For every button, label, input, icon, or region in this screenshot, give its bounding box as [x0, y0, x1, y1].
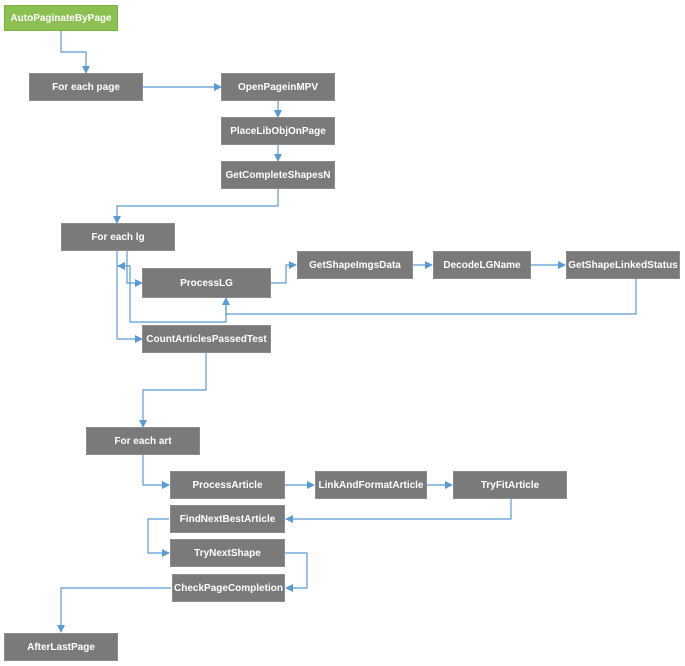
node-get-shape-linked-status[interactable]: GetShapeLinkedStatus: [566, 251, 680, 279]
node-find-next-best-article[interactable]: FindNextBestArticle: [170, 505, 285, 533]
node-for-each-art[interactable]: For each art: [86, 427, 200, 455]
node-after-last-page[interactable]: AfterLastPage: [4, 633, 118, 661]
edge-try-next-shape-to-check-completion: [285, 552, 308, 592]
edge-check-completion-to-after-last-page: [57, 587, 171, 633]
edge-try-fit-to-find-next-best: [285, 499, 512, 523]
edge-find-next-best-to-try-next-shape: [147, 518, 170, 557]
node-for-each-page[interactable]: For each page: [29, 73, 143, 101]
node-process-lg[interactable]: ProcessLG: [142, 268, 271, 298]
node-decode-lg-name[interactable]: DecodeLGName: [433, 251, 531, 279]
edge-for-each-art-to-process-article: [142, 455, 170, 489]
node-for-each-lg[interactable]: For each lg: [61, 223, 175, 251]
edge-start-to-for-each-page: [60, 31, 90, 74]
node-link-and-format-article[interactable]: LinkAndFormatArticle: [315, 471, 427, 499]
node-get-complete-shapes-n[interactable]: GetCompleteShapesN: [221, 161, 335, 189]
node-try-fit-article[interactable]: TryFitArticle: [453, 471, 567, 499]
edge-count-articles-to-for-each-art: [139, 353, 207, 428]
node-get-shape-imgs-data[interactable]: GetShapeImgsData: [297, 251, 413, 279]
node-place-lib-obj-on-page[interactable]: PlaceLibObjOnPage: [221, 117, 335, 145]
node-try-next-shape[interactable]: TryNextShape: [170, 539, 285, 567]
node-process-article[interactable]: ProcessArticle: [170, 471, 285, 499]
edge-for-each-lg-to-count-articles: [116, 251, 143, 343]
edge-get-complete-to-for-each-lg: [113, 189, 279, 224]
edge-for-each-lg-to-process-lg: [126, 251, 143, 287]
node-check-page-completion[interactable]: CheckPageCompletion: [172, 574, 285, 602]
edge-process-lg-to-get-shape-imgs: [271, 261, 297, 284]
edge-linked-return-to-process-lg: [222, 279, 637, 315]
node-open-page-in-mpv[interactable]: OpenPageinMPV: [221, 73, 335, 101]
edge-process-lg-loop-to-for-each-lg: [117, 262, 227, 323]
node-auto-paginate-by-page[interactable]: AutoPaginateByPage: [4, 5, 118, 31]
node-count-articles-passed-test[interactable]: CountArticlesPassedTest: [142, 325, 271, 353]
